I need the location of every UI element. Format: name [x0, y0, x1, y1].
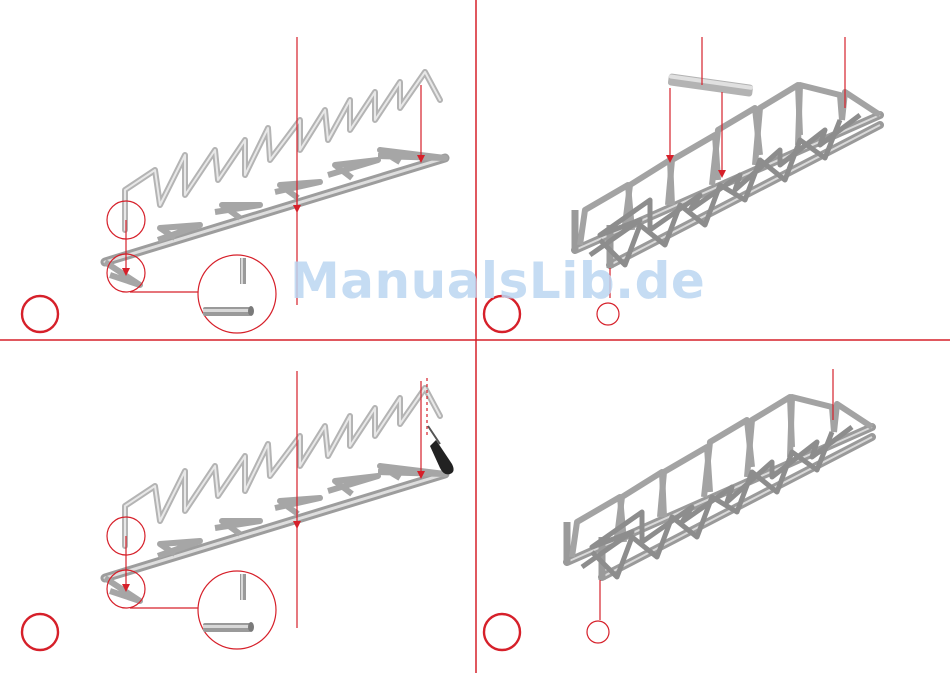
- panel-4-drawing: [484, 369, 872, 650]
- screwdriver-icon: [428, 426, 454, 474]
- step-marker-3: [22, 614, 58, 650]
- panel-1-drawing: [22, 37, 445, 333]
- step-marker-1: [22, 296, 58, 332]
- panel-2-drawing: [484, 37, 880, 332]
- step-marker-4: [484, 614, 520, 650]
- step-marker-2: [484, 296, 520, 332]
- panel-3-drawing: [22, 371, 454, 650]
